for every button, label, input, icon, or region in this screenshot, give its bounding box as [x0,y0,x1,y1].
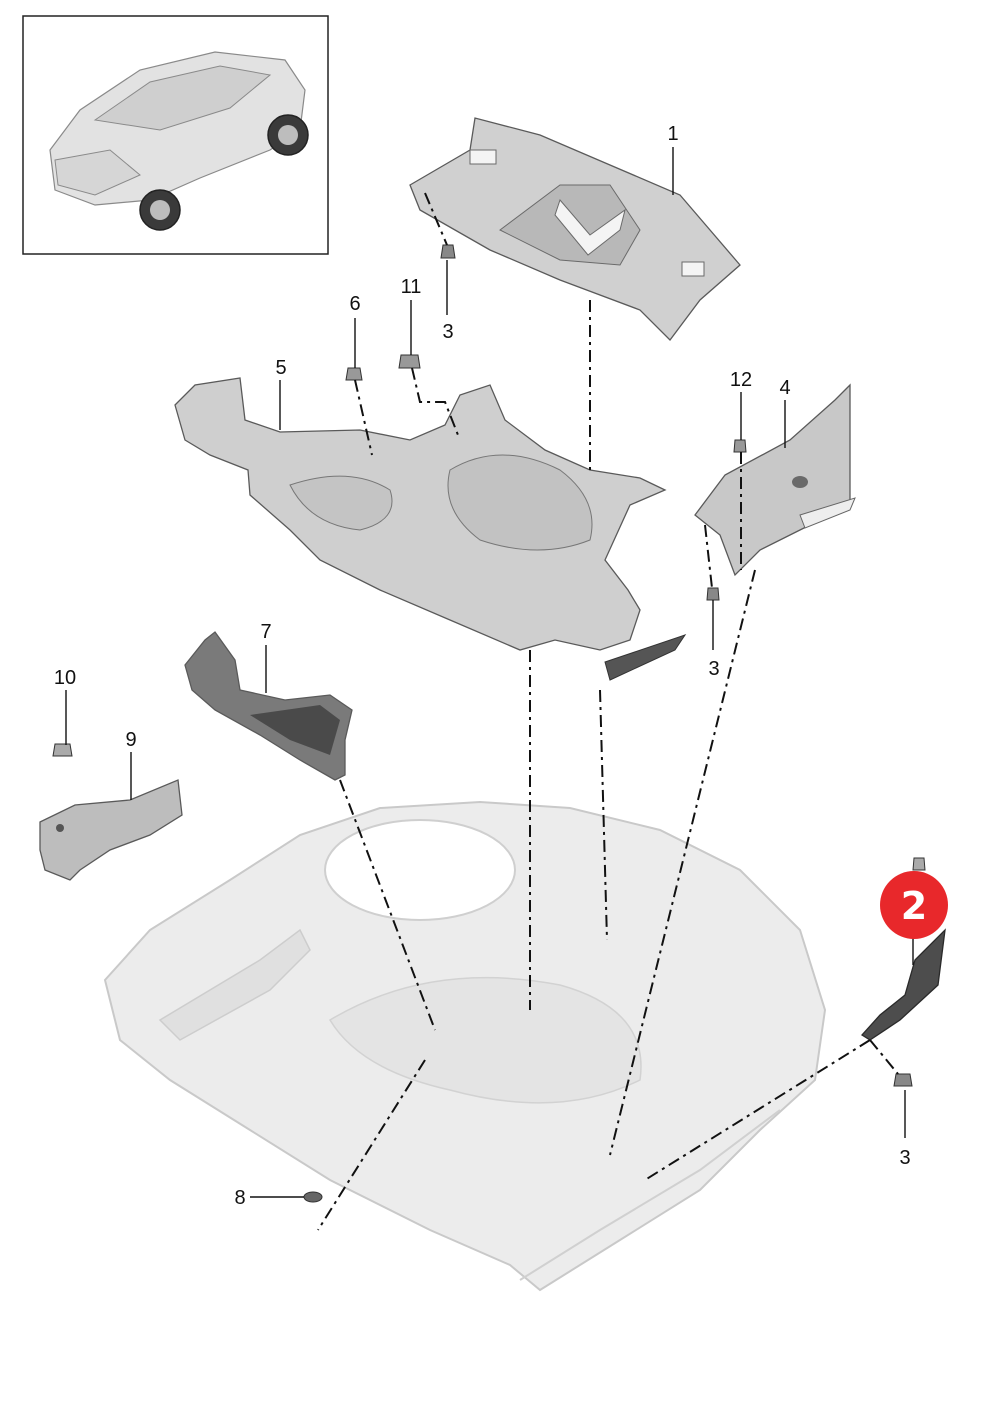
vehicle-thumbnail [22,15,329,255]
callout-5: 5 [275,357,286,379]
part-9-plate [39,779,183,881]
part-2-bracket [860,928,946,1041]
part-7-bracket [184,631,353,781]
part-4-side-panel [694,383,856,577]
part-1-cover [409,117,741,341]
callout-10: 10 [54,667,76,689]
leader-lines [65,147,914,1198]
callout-12: 12 [730,369,752,391]
callout-4: 4 [779,377,790,399]
callout-9: 9 [125,729,136,751]
hood-panel [103,800,827,1292]
callout-6: 6 [349,293,360,315]
fasteners [52,244,926,1203]
callout-3-top: 3 [442,321,453,343]
highlight-badge-circle [880,871,948,939]
part-5-shield [174,377,687,681]
callout-3-right: 3 [708,658,719,680]
callout-11: 11 [401,276,422,298]
highlight-badge-label: 2 [901,884,927,928]
callout-7: 7 [260,621,271,643]
callout-8: 8 [234,1187,245,1209]
callout-3-bottom: 3 [899,1147,910,1169]
callout-numbers: 1 3 6 11 5 12 4 3 7 10 9 8 3 [54,123,911,1209]
assembly-lines [317,192,899,1231]
highlight-badge: 2 [880,871,948,939]
callout-1: 1 [667,123,678,145]
